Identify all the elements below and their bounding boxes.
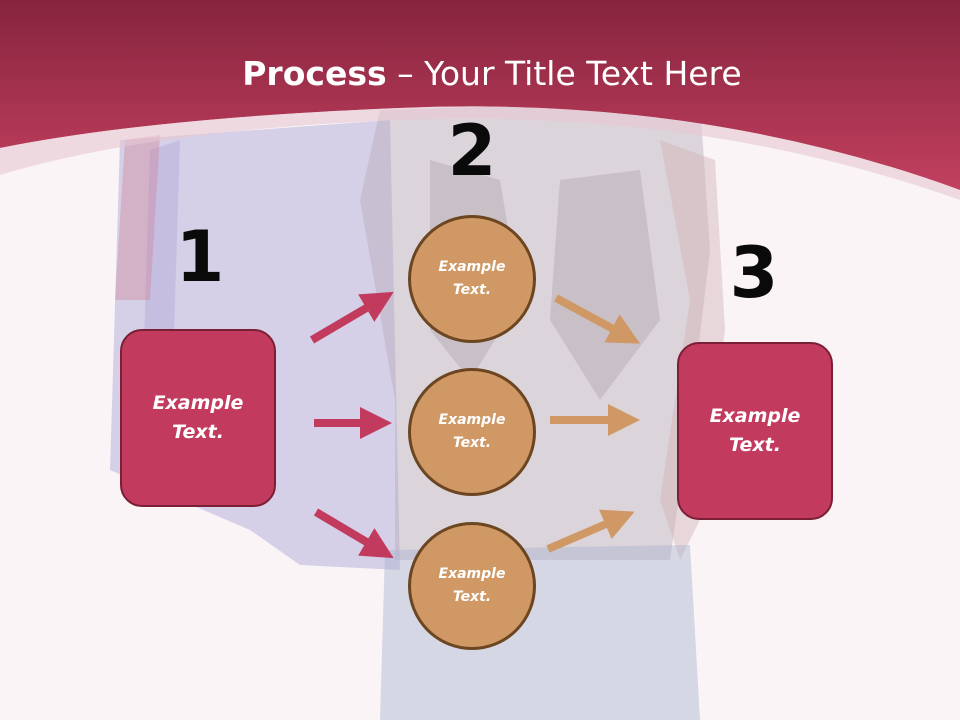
- title-rest: – Your Title Text Here: [386, 54, 742, 93]
- circle-middle-label: Example Text.: [438, 412, 506, 451]
- circle-step-2-middle: Example Text.: [408, 368, 536, 496]
- box-step-1: Example Text.: [120, 329, 276, 507]
- step-number-3: 3: [729, 232, 779, 314]
- title-bold: Process: [242, 54, 387, 93]
- box-step-3-label: Example Text.: [709, 405, 801, 456]
- circle-step-2-bottom: Example Text.: [408, 522, 536, 650]
- step-number-2: 2: [447, 110, 497, 192]
- circle-step-2-top: Example Text.: [408, 215, 536, 343]
- circle-bottom-label: Example Text.: [438, 566, 506, 605]
- circle-top-label: Example Text.: [438, 259, 506, 298]
- arrow-right-top: [554, 294, 641, 344]
- arrow-right-bottom: [546, 509, 635, 553]
- slide-title: Process – Your Title Text Here: [0, 52, 960, 96]
- box-step-3: Example Text.: [677, 342, 833, 520]
- header-band: [0, 0, 960, 200]
- step-number-1: 1: [175, 216, 225, 298]
- arrow-left-bottom: [313, 508, 394, 559]
- arrow-left-top: [309, 291, 394, 344]
- box-step-1-label: Example Text.: [152, 392, 244, 443]
